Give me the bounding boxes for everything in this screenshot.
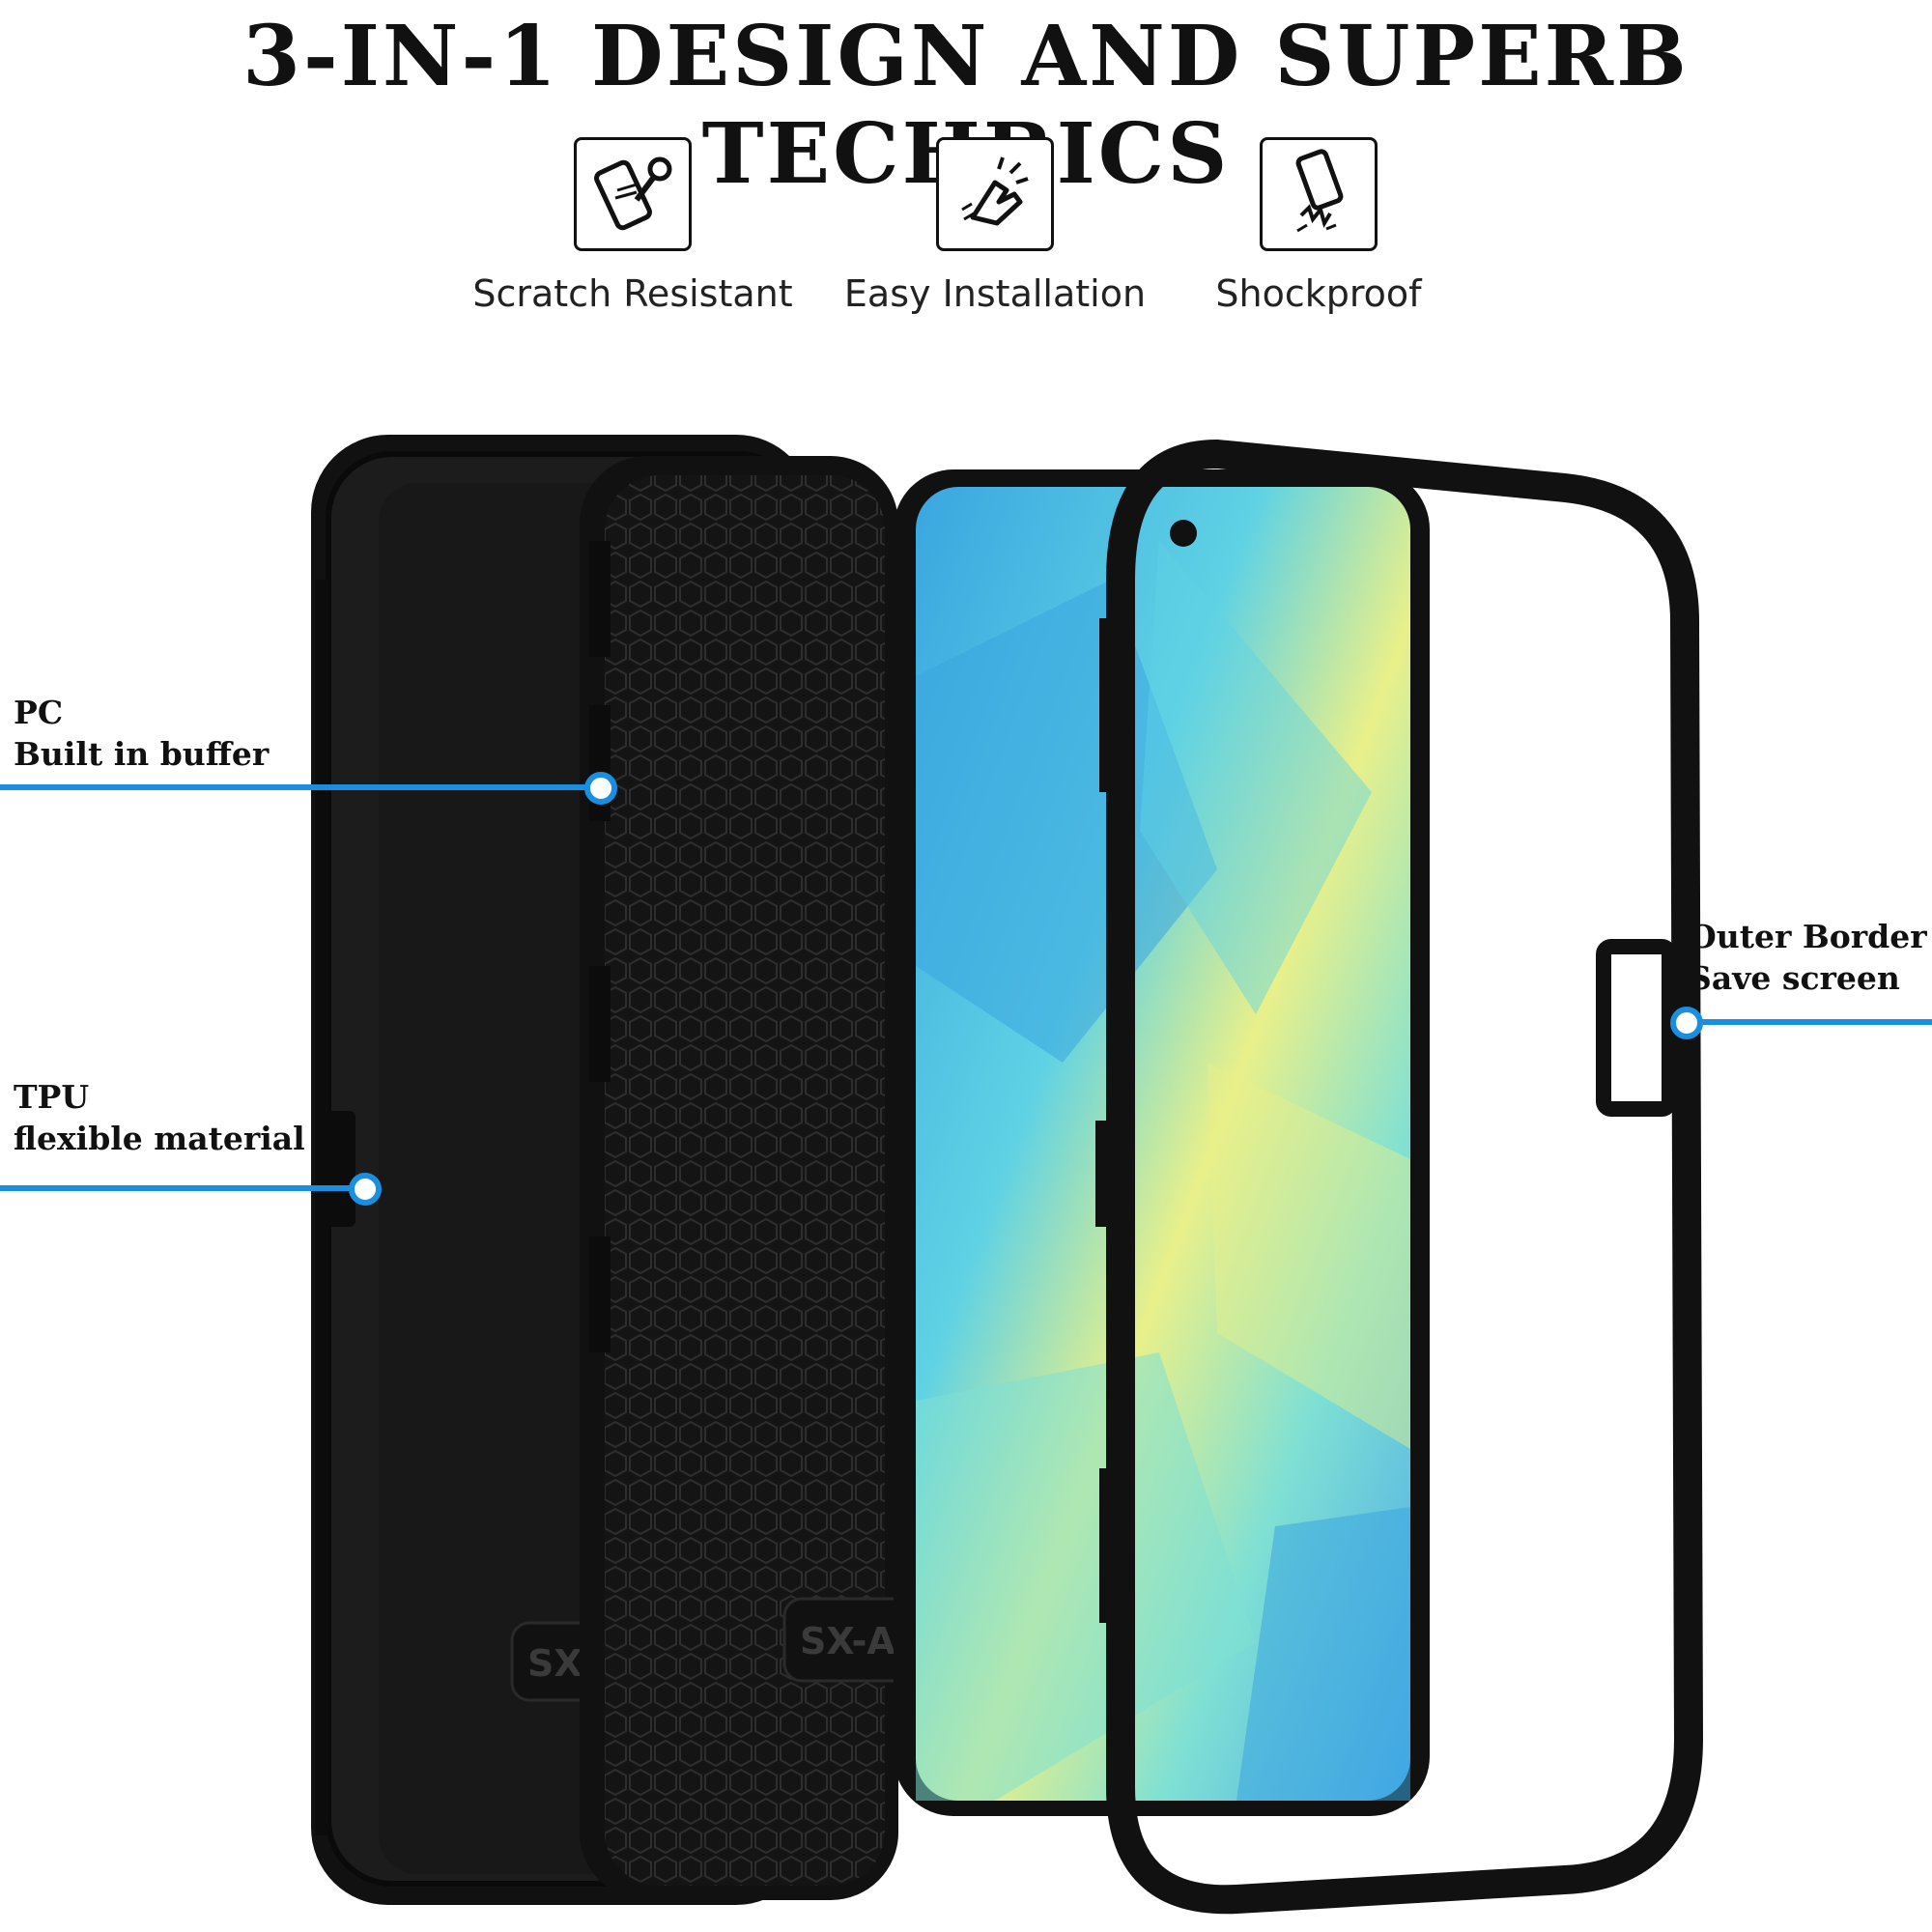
callout-outer-border-leader-line: [1683, 1019, 1932, 1025]
product-emboss-text: SX-A: [800, 1620, 895, 1662]
scratch-resistant-icon: [574, 137, 692, 251]
callout-tpu-leader-line: [0, 1185, 354, 1191]
phone-screen: [894, 469, 1430, 1816]
shockproof-icon: [1260, 137, 1378, 251]
callout-outer-border-title: Outer Border: [1689, 918, 1927, 955]
callout-tpu-marker-dot: [349, 1173, 382, 1206]
feature-label: Easy Installation: [843, 272, 1147, 315]
callout-outer-border: Outer Border Save screen: [1689, 916, 1927, 999]
outer-border-frame: [1095, 439, 1704, 1915]
callout-outer-border-marker-dot: [1670, 1007, 1703, 1039]
callout-pc-subtitle: Built in buffer: [14, 735, 270, 773]
feature-label: Shockproof: [1215, 272, 1422, 315]
feature-easy-installation: Easy Installation: [802, 137, 1188, 315]
callout-outer-border-subtitle: Save screen: [1689, 959, 1900, 997]
feature-label: Scratch Resistant: [472, 272, 793, 315]
feature-shockproof: Shockproof: [1193, 137, 1444, 315]
callout-tpu: TPU flexible material: [14, 1076, 305, 1159]
callout-pc: PC Built in buffer: [14, 692, 269, 775]
callout-pc-title: PC: [14, 694, 64, 731]
callout-tpu-subtitle: flexible material: [14, 1120, 305, 1157]
callout-pc-leader-line: [0, 784, 589, 790]
tpu-inner-layer: SX-A: [580, 456, 922, 1900]
feature-scratch-resistant: Scratch Resistant: [435, 137, 831, 315]
callout-pc-marker-dot: [584, 772, 617, 805]
easy-installation-icon: [936, 137, 1054, 251]
callout-tpu-title: TPU: [14, 1078, 90, 1116]
